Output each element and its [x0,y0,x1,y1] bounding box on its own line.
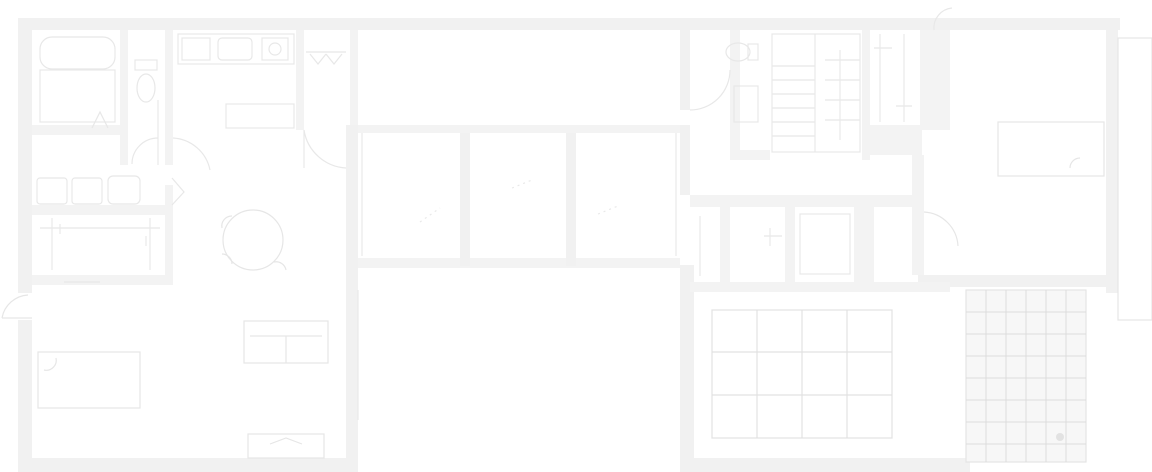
dining-chair [221,215,233,229]
room-bedroom-left [1,294,141,409]
tatami-mats [712,310,892,438]
glass-hatch [419,179,619,223]
sink [181,37,211,61]
door-swing-arc [1,294,29,319]
kitchen-counter [177,33,295,65]
kitchen-island [225,103,295,129]
dining-chair [273,261,287,271]
washbasin [36,177,68,205]
bath-door-mark [91,110,109,129]
stair-treads [825,59,860,121]
door-swing-arc [933,7,953,31]
door-swing-arc [131,137,159,165]
room-wardrobe-right [874,7,953,122]
interior-walls [32,30,950,292]
stair-outline [771,33,861,153]
partition-post [460,133,470,266]
terrace-drain [1056,433,1064,441]
stove [261,37,289,61]
toilet-tank [134,59,158,71]
room-central-hall [357,133,677,420]
room-living-dining [221,209,329,459]
hand-basin [733,85,759,123]
toilet-bowl [725,42,751,62]
bed [997,121,1105,177]
washing-machine [107,175,141,205]
terrace-tile-grid [966,290,1086,462]
door-swing-arc [171,177,185,206]
room-toilet-right [689,42,759,123]
washbasin [71,177,103,205]
closet-fold-door [309,53,343,65]
partition-post [566,133,576,266]
hanger-marks [874,47,912,107]
room-bedroom-right [923,37,1152,321]
balcony-rail [1117,37,1152,321]
stair-treads [772,65,815,137]
bed-pillow [43,357,57,371]
hall-edge [361,133,677,256]
room-stair [771,33,861,153]
outer-walls [18,18,1120,472]
toilet-bowl [136,73,156,103]
sink-basin [217,37,253,61]
dining-table [222,209,284,271]
room-closet-top [303,51,347,169]
room-tatami [711,309,893,439]
sofa-cushions [250,335,322,363]
door-swing-arc [923,211,959,247]
room-laundry [36,175,185,206]
utility-unit [799,213,851,275]
hanger-marks [764,228,782,246]
toilet-tank [747,43,759,61]
bed [37,351,141,409]
hanger-marks [51,218,151,270]
door-swing-arc [689,69,731,111]
room-wardrobe-left [40,218,160,283]
door-swing-arc [303,129,347,169]
bathtub [39,36,116,70]
bed-pillow [1069,157,1081,169]
dining-chair [221,253,233,265]
bath-floor [39,69,116,123]
room-terrace [965,289,1087,463]
wardrobe-rails [879,34,905,122]
door-swing-arc [172,137,211,171]
tv-console-detail [269,437,303,445]
stove-burner [268,42,282,56]
tv-console [247,433,325,459]
room-kitchen [177,33,295,129]
room-toilet-left [131,59,211,171]
room-utility-right [699,213,851,276]
room-bath [39,36,116,129]
